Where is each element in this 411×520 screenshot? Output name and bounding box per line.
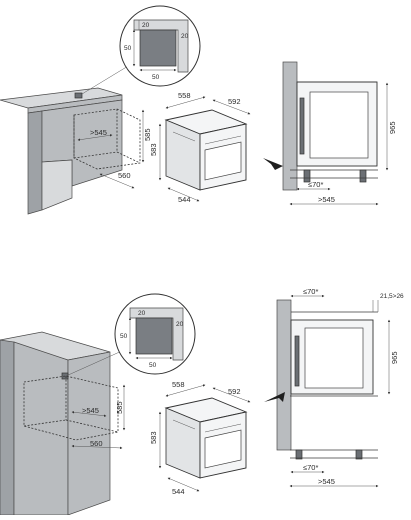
top-side-arrow <box>263 158 283 170</box>
top-detail-callout: 20 20 50 50 <box>119 5 201 87</box>
top-niche-depth-label: 560 <box>118 171 131 180</box>
bottom-side-arrow <box>264 392 285 402</box>
top-cutout-mark <box>74 92 83 99</box>
bottom-oven-height: 583 <box>149 431 158 444</box>
bottom-detail-b: 20 <box>176 321 184 328</box>
top-side-depth: >545 <box>318 195 335 204</box>
top-oven-bottom: 544 <box>178 195 191 204</box>
bottom-niche-depth-label: 560 <box>90 439 103 448</box>
bottom-detail-d: 50 <box>149 362 157 369</box>
bottom-oven-width: 592 <box>228 387 241 396</box>
top-oven-height: 583 <box>149 143 158 156</box>
bottom-side-top-gap: ≤70* <box>303 287 318 296</box>
bottom-panel: 585 >545 560 20 20 50 50 <box>0 287 404 516</box>
bottom-side-depth: >545 <box>318 477 335 486</box>
bottom-niche-width-label: >545 <box>82 406 99 415</box>
top-side-gap: ≤70* <box>308 180 323 189</box>
top-counter-niche: 585 >545 560 <box>0 59 152 215</box>
bottom-side-section: ≤70* 21,5>26 965 ≤70* >545 <box>264 287 404 488</box>
top-detail-b: 20 <box>181 33 189 40</box>
bottom-side-range: 21,5>26 <box>380 293 404 300</box>
top-panel: 585 >545 560 20 20 50 50 <box>0 5 397 215</box>
bottom-oven-bottom: 544 <box>172 487 185 496</box>
top-niche-width-label: >545 <box>90 128 107 137</box>
bottom-side-gap: ≤70* <box>303 463 318 472</box>
top-side-section: 965 ≤70* >545 <box>263 61 397 206</box>
bottom-niche-height-label: 585 <box>115 401 124 414</box>
top-detail-c: 50 <box>124 45 132 52</box>
bottom-column-niche: 585 >545 560 <box>0 331 126 516</box>
top-oven-width: 592 <box>228 97 241 106</box>
bottom-side-height: 965 <box>390 351 399 364</box>
top-detail-a: 20 <box>142 22 150 29</box>
top-oven: 558 592 583 544 <box>149 91 251 204</box>
bottom-oven: 558 592 583 544 <box>149 380 251 496</box>
top-niche-height-label: 585 <box>143 128 152 141</box>
bottom-detail-callout: 20 20 50 50 <box>114 293 196 375</box>
top-side-height: 965 <box>388 121 397 134</box>
bottom-detail-c: 50 <box>120 333 128 340</box>
top-oven-depth: 558 <box>178 91 191 100</box>
bottom-detail-a: 20 <box>138 310 146 317</box>
top-detail-d: 50 <box>152 74 160 81</box>
bottom-oven-depth: 558 <box>172 380 185 389</box>
